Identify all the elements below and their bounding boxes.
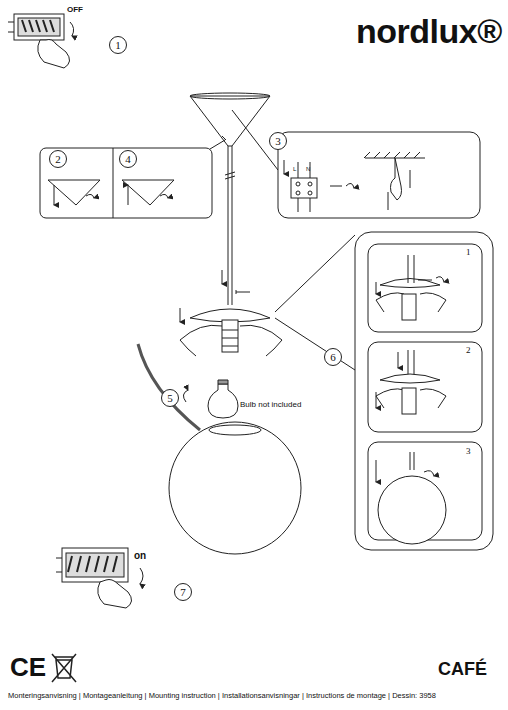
substep-number: 2 <box>466 346 471 355</box>
note-text: Bulb not included <box>240 401 301 409</box>
step-panel <box>40 148 212 218</box>
switch-state: on <box>134 551 146 561</box>
strap <box>138 344 200 430</box>
substep-shade <box>376 350 446 414</box>
switch-off-hand <box>8 14 74 68</box>
suspension-rod <box>228 146 232 305</box>
substep-shade <box>376 255 446 320</box>
ce-mark: CE <box>10 654 46 680</box>
terminal-block <box>291 178 317 198</box>
switch-on-hand <box>56 548 143 608</box>
wiring-panel <box>278 132 480 218</box>
callout-number: 5 <box>167 393 173 404</box>
substep-number: 3 <box>466 447 471 456</box>
substep-globe <box>376 452 446 544</box>
leader-line <box>210 140 225 149</box>
callout-number: 2 <box>55 154 61 165</box>
brand-logo: nordlux® <box>356 14 502 48</box>
terminal-label: L <box>293 166 296 172</box>
callout-circle: 7 <box>174 583 192 601</box>
lamp-shade <box>180 308 282 356</box>
callout-circle: 6 <box>324 348 342 366</box>
glass-globe <box>169 422 301 554</box>
rod-break <box>225 172 235 179</box>
callout-circle: 3 <box>269 132 287 150</box>
ceiling-canopy <box>190 93 270 146</box>
callout-number: 1 <box>115 40 121 51</box>
callout-number: 6 <box>330 352 336 363</box>
callout-circle: 2 <box>49 150 67 168</box>
callout-circle: 5 <box>161 389 179 407</box>
callout-circle: 4 <box>119 150 137 168</box>
callout-number: 3 <box>275 136 281 147</box>
switch-state: OFF <box>67 6 83 14</box>
terminal-label: N <box>306 166 310 172</box>
light-bulb <box>183 380 238 418</box>
footer-text: Monteringsanvisning | Montageanleitung |… <box>8 692 436 700</box>
callout-circle: 1 <box>109 36 127 54</box>
callout-number: 4 <box>125 154 131 165</box>
product-name: CAFÉ <box>438 660 487 678</box>
screw <box>236 290 250 294</box>
step-panel <box>355 232 493 550</box>
ceiling-hatch <box>364 152 425 158</box>
weee-symbol <box>52 654 76 682</box>
leader-line <box>275 318 355 370</box>
leader-line <box>275 235 355 312</box>
substep-number: 1 <box>466 248 471 257</box>
callout-number: 7 <box>180 587 186 598</box>
